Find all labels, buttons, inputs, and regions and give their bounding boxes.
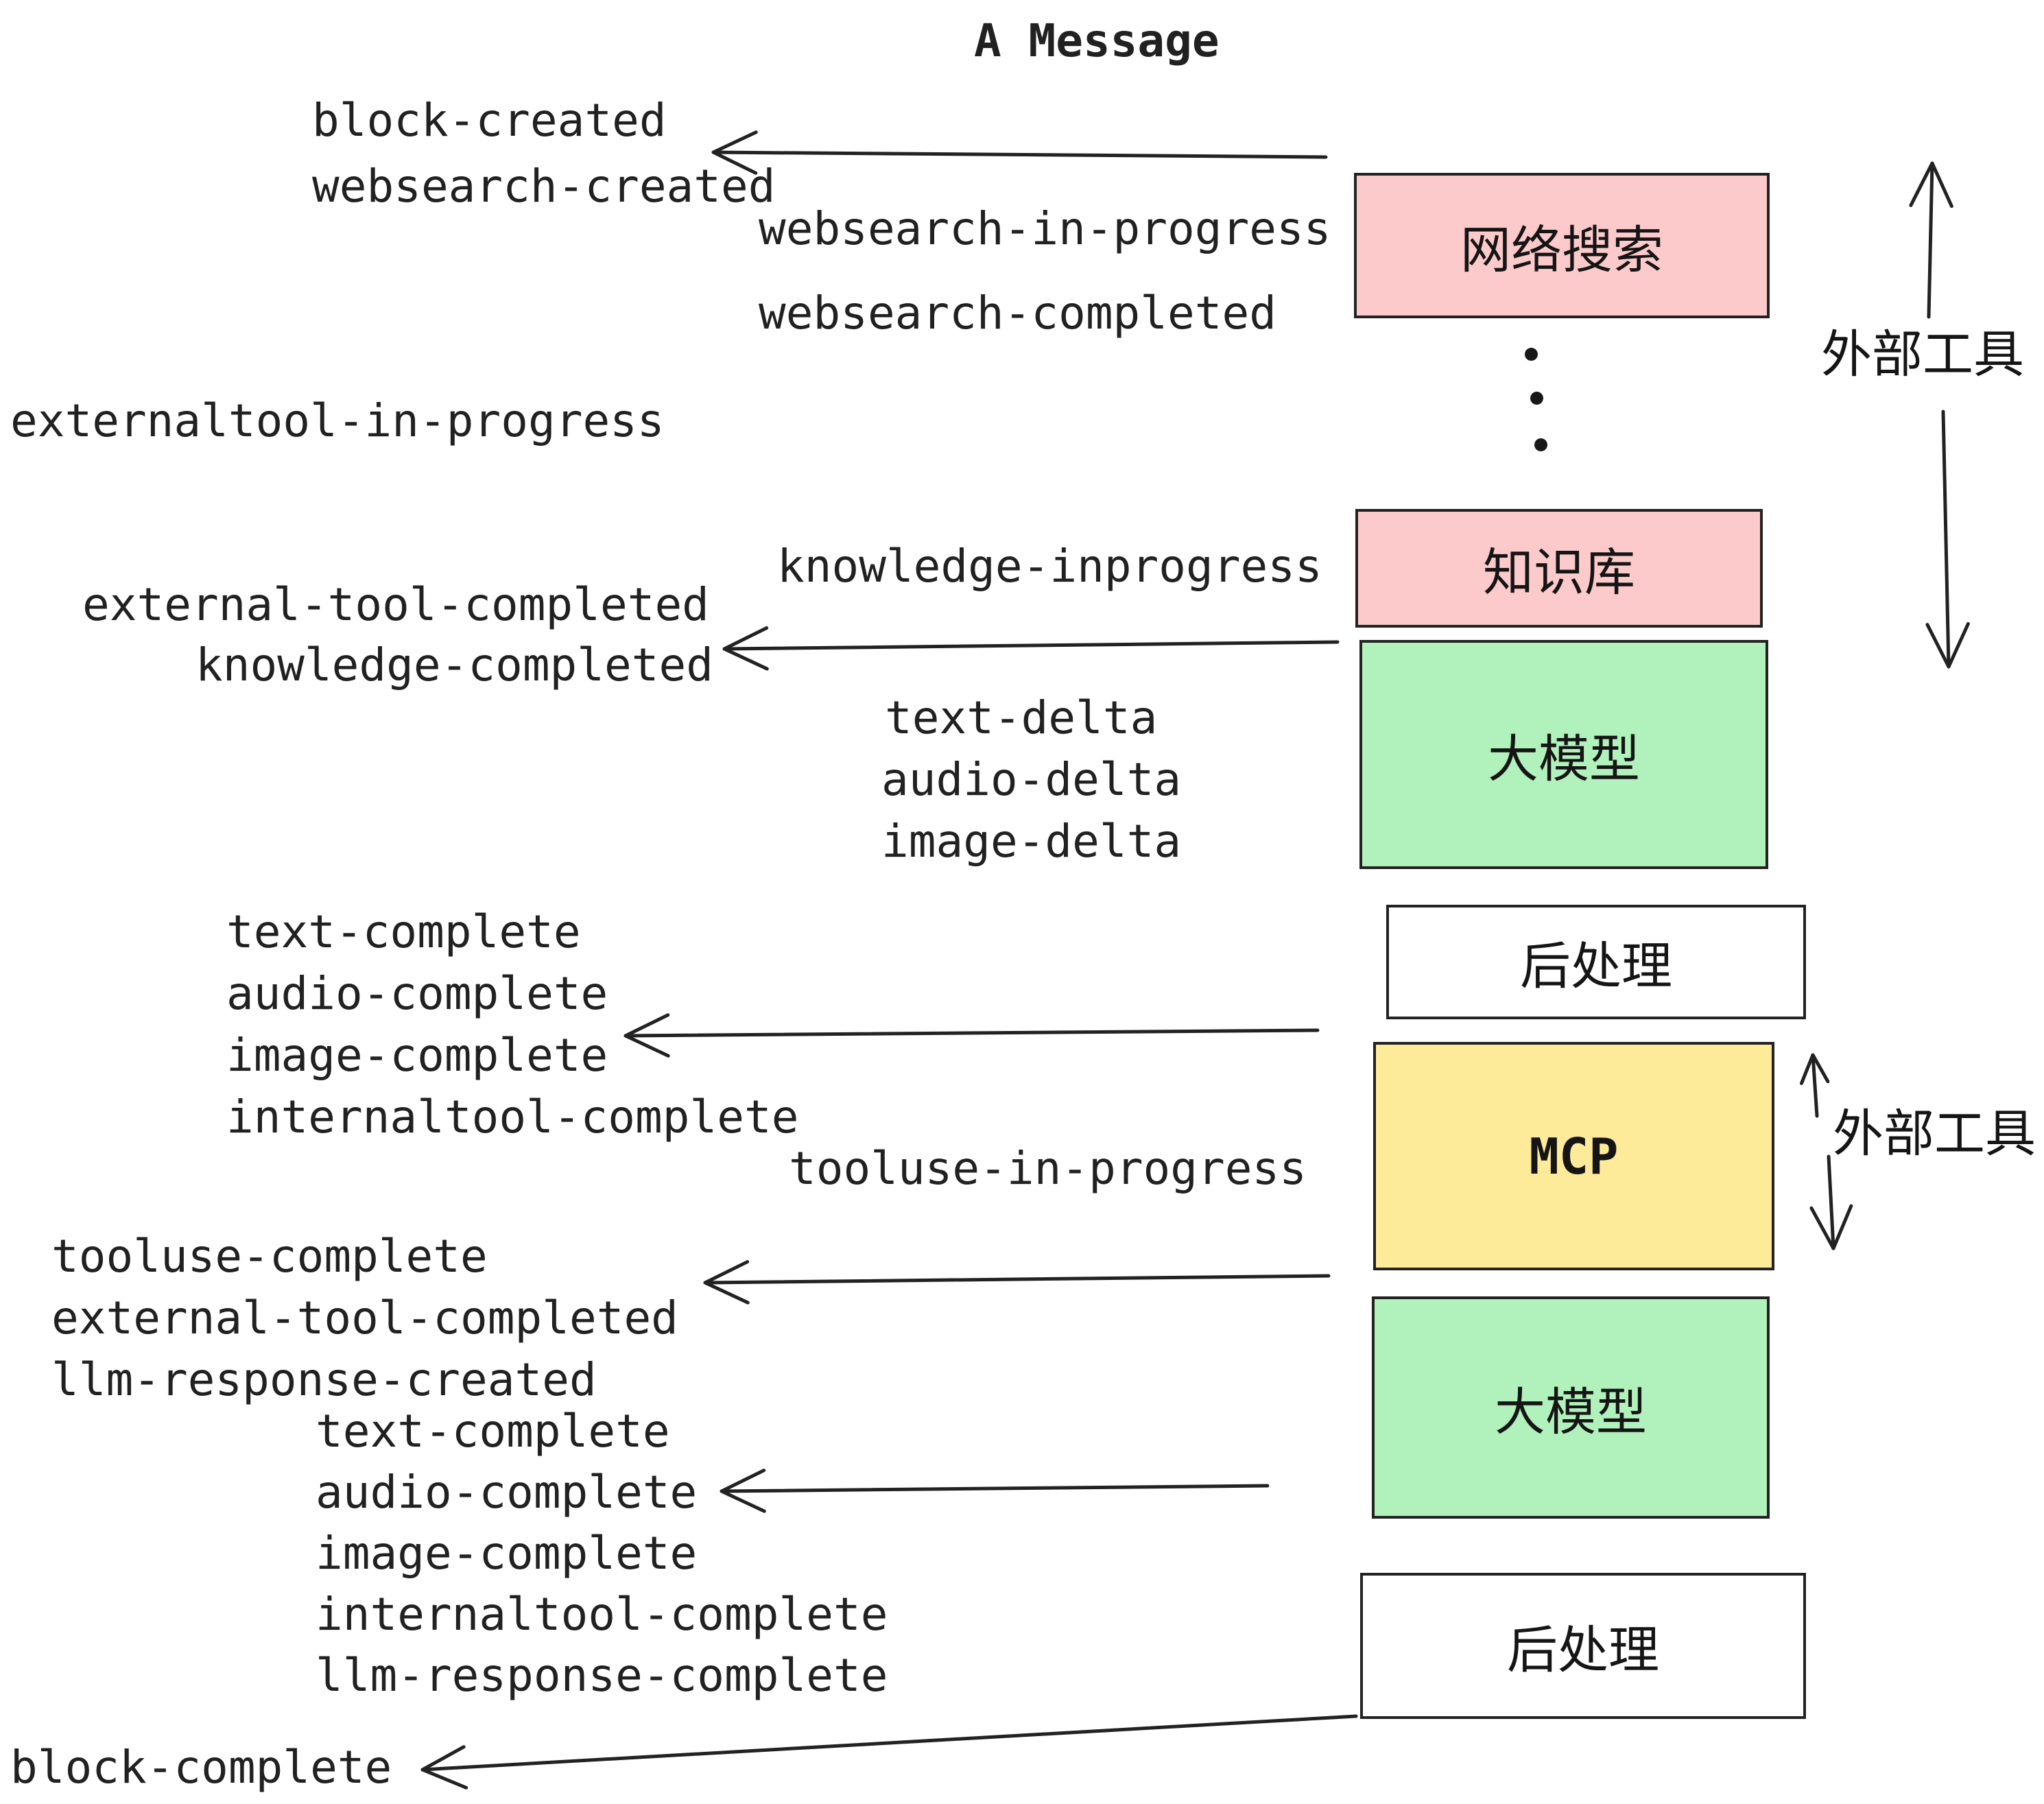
event-label-tooluse-complete-16: tooluse-complete (51, 1230, 488, 1283)
event-label-image-complete-21: image-complete (316, 1527, 698, 1580)
event-label-tooluse-in-progress-15: tooluse-in-progress (789, 1142, 1307, 1195)
event-label-audio-complete-20: audio-complete (316, 1466, 698, 1519)
arrow-to-knowledge-completed (722, 626, 1340, 671)
event-label-text-delta-8: text-delta (885, 691, 1158, 744)
ellipsis-dot (1534, 438, 1547, 451)
knowledge-base-box: 知识库 (1355, 509, 1763, 628)
external-tools-arrow-up (1909, 161, 1953, 319)
event-label-image-complete-13: image-complete (226, 1029, 608, 1082)
event-label-image-delta-10: image-delta (881, 815, 1182, 868)
event-label-externaltool-in-progress-4: externaltool-in-progress (10, 394, 665, 447)
event-label-internaltool-complete-14: internaltool-complete (226, 1091, 799, 1143)
llm-box: 大模型 (1359, 640, 1768, 869)
event-label-external-tool-completed-17: external-tool-completed (51, 1292, 678, 1344)
event-label-internaltool-complete-22: internaltool-complete (316, 1588, 888, 1641)
event-label-knowledge-inprogress-5: knowledge-inprogress (777, 540, 1322, 593)
event-label-audio-delta-9: audio-delta (881, 753, 1182, 806)
ellipsis-dot (1530, 392, 1543, 405)
websearch-box: 网络搜索 (1354, 173, 1770, 318)
external-tools-arrow-down (1925, 410, 1970, 669)
event-label-websearch-in-progress-2: websearch-in-progress (759, 202, 1331, 255)
post-process-box: 后处理 (1386, 905, 1806, 1019)
event-label-audio-complete-12: audio-complete (226, 967, 608, 1020)
arrow-to-image-complete (623, 1013, 1320, 1058)
arrow-to-block-complete (420, 1714, 1358, 1790)
arrow-to-external-tool-completed (703, 1260, 1331, 1305)
post-process-box-2: 后处理 (1360, 1573, 1806, 1719)
event-label-websearch-created-1: websearch-created (312, 160, 776, 213)
external-tools-label-mcp: 外部工具 (1833, 1105, 2036, 1162)
event-label-llm-response-created-18: llm-response-created (51, 1353, 597, 1406)
event-label-websearch-completed-3: websearch-completed (759, 287, 1276, 340)
diagram-title: A Message (974, 14, 1220, 67)
mcp-box: MCP (1373, 1042, 1774, 1270)
event-label-external-tool-completed-6: external-tool-completed (82, 578, 709, 631)
event-label-block-complete-24: block-complete (10, 1741, 392, 1794)
external-tools-label-top: 外部工具 (1821, 326, 2024, 383)
event-label-llm-response-complete-23: llm-response-complete (316, 1649, 888, 1702)
mcp-external-tools-arrow-down (1809, 1154, 1853, 1250)
event-label-block-created-0: block-created (312, 94, 667, 147)
ellipsis-dot (1525, 348, 1538, 361)
arrow-to-block-created (711, 130, 1328, 175)
event-label-text-complete-11: text-complete (226, 905, 581, 958)
event-label-text-complete-19: text-complete (316, 1405, 670, 1458)
arrow-to-audio-complete (720, 1469, 1270, 1513)
llm-box-2: 大模型 (1372, 1296, 1770, 1519)
mcp-external-tools-arrow-up (1799, 1053, 1830, 1118)
event-label-knowledge-completed-7: knowledge-completed (195, 639, 713, 691)
